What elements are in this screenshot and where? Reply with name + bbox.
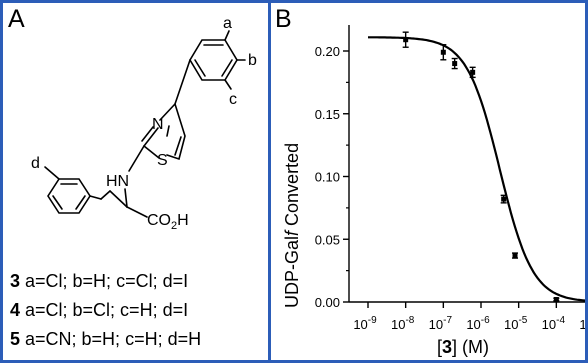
biaryl-bond [174,59,191,105]
benzyl-bond-2 [100,190,111,200]
ring-double-bond [221,59,233,77]
y-axis-title: UDP-Galf Converted [282,143,302,308]
thiazole-cs-bond [143,145,160,159]
data-point [469,66,476,79]
nh-bond [128,145,145,172]
x-tick-label: 10-6 [466,315,490,332]
bond-to-c [224,79,232,90]
carboxyl-label: CO2H [147,212,189,232]
atom-s-label: S [157,152,168,169]
x-axis-title: [3] (M) [437,337,489,357]
y-tick-label: 0.20 [315,44,340,59]
atom-hn-label: HN [106,173,129,190]
bond-to-a [224,30,230,41]
lower-phenyl-ring [47,178,91,214]
bond-to-d [44,166,60,180]
x-tick-label: 10-7 [429,315,453,332]
compound-list: 3 a=Cl; b=H; c=Cl; d=I 4 a=Cl; b=Cl; c=H… [10,267,201,354]
y-tick-label: 0.00 [315,295,340,310]
x-tick-label: 10-8 [391,315,415,332]
ring-double-bond [194,59,206,77]
y-tick-label: 0.10 [315,170,340,185]
compound-row: 5 a=CN; b=H; c=H; d=H [10,329,202,349]
x-tick-label: 10-5 [504,315,528,332]
carboxyl-bond [126,206,148,218]
y-tick-label: 0.15 [315,107,340,122]
data-point [500,194,507,204]
x-tick-label: 10-9 [353,315,377,332]
top-phenyl-ring [189,39,238,81]
ring-double-bond [75,195,86,210]
data-point [512,252,519,259]
compound-row: 3 a=Cl; b=H; c=Cl; d=I [10,271,189,291]
alpha-bond [124,188,128,208]
benzyl-bond [109,190,128,208]
y-tick-label: 0.05 [315,232,340,247]
data-point [451,57,458,70]
panel-a-label: A [8,5,25,33]
chemical-structure: a b c d N S HN CO2H [31,15,257,232]
fit-curve [368,36,585,302]
ring-to-benzyl [89,195,102,200]
data-point [553,296,560,302]
thiazole-double-bond [174,136,182,156]
panel-b-label: B [275,5,292,33]
atom-c-label: c [229,91,237,108]
thiazole-ring [159,103,186,161]
data-point [402,31,409,48]
x-tick-label: 10-3 [579,315,585,332]
atom-n-label: N [152,116,164,133]
ring-double-bond [52,195,63,210]
panel-divider [268,3,271,360]
data-point [440,44,447,61]
atom-d-label: d [31,155,40,172]
atom-b-label: b [248,52,257,69]
thiazole-cn-double [141,126,154,142]
x-tick-label: 10-4 [542,315,566,332]
atom-a-label: a [223,15,232,32]
thiazole-cn-bond [143,127,159,147]
compound-row: 4 a=Cl; b=Cl; c=H; d=I [10,300,189,320]
dose-response-chart: 0.00 0.05 0.10 0.15 0.20 10-9 10-8 10-7 10-6 10-… [282,25,585,357]
